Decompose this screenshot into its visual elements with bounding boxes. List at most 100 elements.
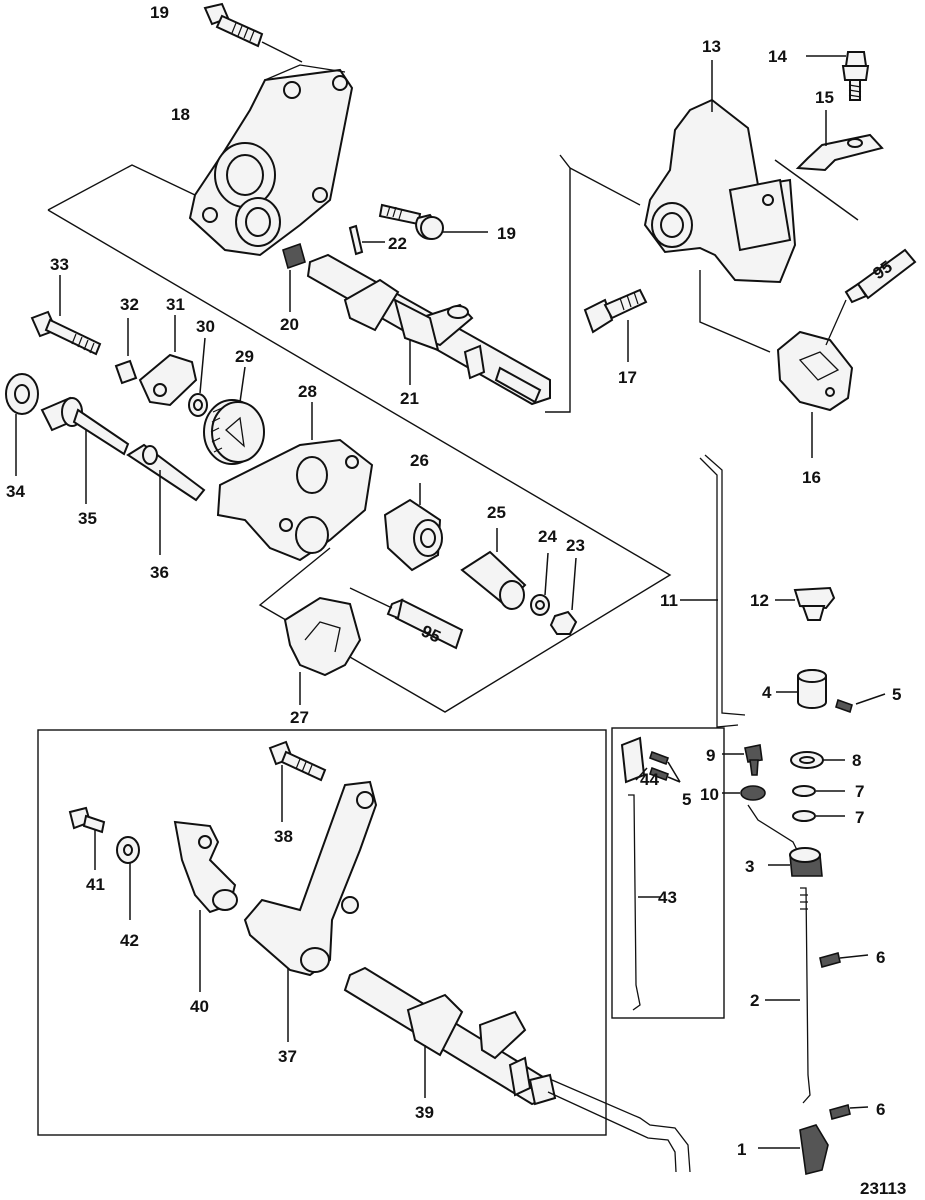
label-1: 1 <box>737 1140 746 1159</box>
part-12-fitting <box>775 586 836 621</box>
part-44-block <box>620 736 648 784</box>
part-33-bolt <box>30 275 102 356</box>
label-23: 23 <box>566 536 585 555</box>
label-35: 35 <box>78 509 97 528</box>
label-28: 28 <box>298 382 317 401</box>
part-22-pin <box>348 224 385 256</box>
label-15: 15 <box>815 88 834 107</box>
label-25: 25 <box>487 503 506 522</box>
label-16: 16 <box>802 468 821 487</box>
figure-number: 23113 <box>860 1179 906 1198</box>
label-9: 9 <box>706 746 715 765</box>
part-16-detent-block <box>776 330 854 458</box>
label-21: 21 <box>400 389 419 408</box>
label-38: 38 <box>274 827 293 846</box>
part-13-bracket <box>643 60 797 284</box>
label-7-bottom: 7 <box>855 808 864 827</box>
part-40-arm <box>173 820 238 992</box>
inset-frame-lower-assembly <box>37 729 607 1136</box>
part-30-washer <box>188 337 208 417</box>
part-5-setscrew <box>835 693 886 714</box>
part-39-shift-shaft <box>343 966 691 1173</box>
part-34-washer <box>5 373 39 476</box>
part-37-lever <box>243 780 378 1042</box>
part-29-gear <box>203 366 265 465</box>
label-4: 4 <box>762 683 772 702</box>
part-8-washer <box>790 751 845 769</box>
label-26: 26 <box>410 451 429 470</box>
lube-tube-95-lower: 95 <box>349 587 464 650</box>
label-44: 44 <box>640 770 659 789</box>
part-42-washer <box>116 836 140 920</box>
part-1-knob <box>758 1124 829 1175</box>
label-22: 22 <box>388 234 407 253</box>
label-20: 20 <box>280 315 299 334</box>
part-2-rod <box>765 887 811 1104</box>
part-19-bolt-mid <box>378 203 488 240</box>
part-25-sleeve <box>460 528 527 610</box>
label-32: 32 <box>120 295 139 314</box>
label-6-bottom: 6 <box>876 1100 885 1119</box>
callout-labels: 19 18 19 22 20 21 13 14 15 17 16 11 12 4… <box>6 3 901 1159</box>
part-10-nut <box>722 785 799 853</box>
part-14-bolt <box>806 51 870 101</box>
part-32-sleeve <box>114 318 138 385</box>
part-28-plate <box>216 402 374 562</box>
label-14: 14 <box>768 47 787 66</box>
part-36-shaft <box>126 443 206 555</box>
label-18: 18 <box>171 105 190 124</box>
label-42: 42 <box>120 931 139 950</box>
label-12: 12 <box>750 591 769 610</box>
label-8: 8 <box>852 751 861 770</box>
part-38-bolt <box>268 740 327 822</box>
label-3: 3 <box>745 857 754 876</box>
label-40: 40 <box>190 997 209 1016</box>
label-36: 36 <box>150 563 169 582</box>
part-27-cam <box>283 596 362 705</box>
part-35-shaft <box>40 396 130 504</box>
label-31: 31 <box>166 295 185 314</box>
part-7-washers <box>792 785 845 822</box>
part-4-connector <box>776 669 827 709</box>
lube-tube-95-upper: 95 <box>825 248 917 346</box>
label-33: 33 <box>50 255 69 274</box>
label-24: 24 <box>538 527 557 546</box>
label-7-top: 7 <box>855 782 864 801</box>
label-43: 43 <box>658 888 677 907</box>
label-34: 34 <box>6 482 25 501</box>
label-27: 27 <box>290 708 309 727</box>
label-11: 11 <box>660 591 678 610</box>
label-19-top: 19 <box>150 3 169 22</box>
part-41-bolt <box>68 806 106 870</box>
label-17: 17 <box>618 368 637 387</box>
part-18-bracket <box>188 64 354 257</box>
group-outlines <box>37 154 859 1136</box>
part-23-nut <box>549 557 578 635</box>
label-19-mid: 19 <box>497 224 516 243</box>
part-3-coupler <box>768 847 823 877</box>
label-13: 13 <box>702 37 721 56</box>
label-10: 10 <box>700 785 719 804</box>
label-29: 29 <box>235 347 254 366</box>
part-24-washer <box>530 552 550 616</box>
part-21-shift-shaft <box>306 253 551 406</box>
label-41: 41 <box>86 875 105 894</box>
part-15-clip <box>795 110 884 172</box>
part-19-bolt-top <box>203 2 303 63</box>
label-5-kit: 5 <box>682 790 691 809</box>
label-37: 37 <box>278 1047 297 1066</box>
part-6-setscrews <box>819 952 869 1120</box>
label-30: 30 <box>196 317 215 336</box>
part-5-screws-kit <box>648 750 681 783</box>
part-43-link-rod <box>628 794 660 1011</box>
label-6-top: 6 <box>876 948 885 967</box>
part-17-bolt <box>583 288 648 362</box>
part-31-cam <box>138 315 198 407</box>
label-2: 2 <box>750 991 759 1010</box>
part-9-screw <box>722 744 763 776</box>
inset-frame-link-kit <box>611 727 725 1019</box>
part-20-spring <box>282 242 306 312</box>
label-39: 39 <box>415 1103 434 1122</box>
